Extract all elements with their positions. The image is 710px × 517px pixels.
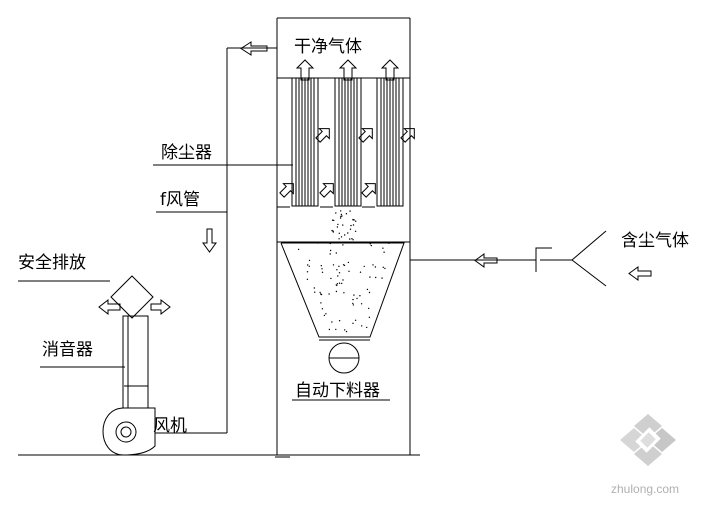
diagonal-arrow-icon: [319, 183, 334, 198]
hopper: [280, 242, 405, 341]
filter-bag: [334, 77, 362, 207]
fan-icon: [102, 407, 156, 456]
label-fan: 风机: [153, 416, 187, 436]
outlet-duct: [155, 47, 277, 434]
left-arrow-icon: [474, 253, 498, 268]
left-arrow-icon: [98, 298, 121, 316]
zhulong-logo-icon: [620, 414, 676, 466]
rain-cap-icon: [110, 275, 154, 319]
label-auto-discharger: 自动下料器: [295, 381, 380, 401]
diagonal-arrow-icon: [361, 183, 376, 198]
filter-bag: [376, 77, 404, 207]
diagonal-arrow-icon: [315, 128, 330, 143]
label-dust-collector: 除尘器: [161, 143, 212, 163]
diagonal-arrow-icon: [358, 128, 373, 143]
watermark-text: zhulong.com: [611, 482, 679, 496]
label-air-duct: f风管: [160, 190, 200, 210]
diagonal-arrow-icon: [279, 183, 294, 198]
left-arrow-icon: [240, 41, 268, 56]
diagonal-arrow-icon: [400, 128, 415, 143]
up-arrow-icon: [338, 59, 358, 81]
up-arrow-icon: [380, 59, 400, 81]
filter-bag: [291, 77, 319, 207]
up-arrow-icon: [295, 59, 315, 81]
label-dusty-gas: 含尘气体: [621, 231, 689, 251]
left-arrow-icon: [628, 266, 652, 281]
falling-dust: [297, 210, 390, 333]
label-clean-gas: 干净气体: [294, 37, 362, 57]
silencer: [122, 315, 149, 409]
inlet-duct: [410, 230, 607, 287]
right-arrow-icon: [150, 298, 171, 316]
label-safety-discharge: 安全排放: [18, 253, 86, 273]
label-silencer: 消音器: [42, 340, 93, 360]
down-arrow-icon: [202, 228, 217, 253]
